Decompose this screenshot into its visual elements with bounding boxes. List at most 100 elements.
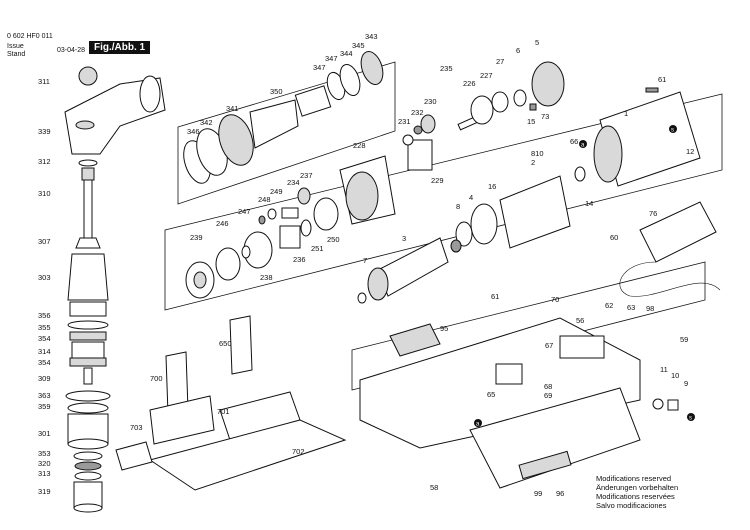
shaft-310 <box>83 179 93 239</box>
clamp-10 <box>667 399 679 411</box>
fan-guide-16 <box>470 203 498 245</box>
part-label-99: 99 <box>534 489 542 498</box>
part-label-650: 650 <box>219 339 232 348</box>
marker-a-2 <box>474 419 482 427</box>
ring-345 <box>339 64 361 96</box>
shaft-head-310 <box>81 167 95 181</box>
part-label-62: 62 <box>605 301 613 310</box>
bearing-239-bore <box>193 271 207 289</box>
knob-311 <box>78 66 98 86</box>
part-232 <box>413 125 423 135</box>
label-95 <box>389 323 441 357</box>
bore <box>75 120 95 130</box>
bearing-356 <box>69 301 107 317</box>
part-label-16: 16 <box>488 182 496 191</box>
part-label-810: 810 <box>531 149 544 158</box>
ring-4 <box>455 221 473 247</box>
part-label-27: 27 <box>496 57 504 66</box>
part-label-344: 344 <box>340 49 353 58</box>
gear-237 <box>297 187 311 205</box>
part-label-309: 309 <box>38 374 51 383</box>
part-label-248: 248 <box>258 195 271 204</box>
gear-229 <box>407 139 433 171</box>
disc-227 <box>470 95 494 125</box>
switch-65 <box>495 363 523 385</box>
doc-number: 0 602 HF0 011 <box>7 33 53 40</box>
part-label-347: 347 <box>313 63 326 72</box>
part-label-226: 226 <box>463 79 476 88</box>
part-label-249: 249 <box>270 187 283 196</box>
issue-date: 03-04-28 <box>57 47 86 54</box>
part-label-312: 312 <box>38 157 51 166</box>
stator-810 <box>499 175 571 249</box>
ring-313 <box>74 471 102 481</box>
screw-11 <box>652 398 664 410</box>
ring-251 <box>300 219 312 237</box>
part-label-15: 15 <box>527 117 535 126</box>
part-label-238: 238 <box>260 273 273 282</box>
part-label-58: 58 <box>430 483 438 492</box>
frame-housing <box>351 261 706 391</box>
part-label-65: 65 <box>487 390 495 399</box>
part-labels: 3113393123103073033563553543143543093633… <box>38 32 694 498</box>
part-label-301: 301 <box>38 429 51 438</box>
ring-353 <box>73 451 103 461</box>
part-label-12: 12 <box>686 147 694 156</box>
gear-assembly <box>185 61 565 299</box>
part-label-363: 363 <box>38 391 51 400</box>
part-label-232: 232 <box>411 108 424 117</box>
part-label-347: 347 <box>325 54 338 63</box>
marker-letter: s <box>689 416 692 422</box>
part-label-701: 701 <box>217 407 230 416</box>
gear-housing-228-bore <box>345 171 379 221</box>
figure-label: Fig./Abb. 1 <box>89 41 151 54</box>
issue-label: Issue <box>7 43 24 50</box>
part-label-303: 303 <box>38 273 51 282</box>
bevel-gear <box>139 75 161 113</box>
part-label-234: 234 <box>287 178 300 187</box>
cable-60 <box>619 261 721 297</box>
notes: Modifications reserved Änderungen vorbeh… <box>596 474 746 510</box>
fixture-701 <box>149 395 215 445</box>
ring-355 <box>67 320 109 330</box>
block-703 <box>115 441 153 471</box>
part-label-229: 229 <box>431 176 444 185</box>
ring-363 <box>65 390 111 402</box>
gear-236 <box>279 225 301 249</box>
part-label-68: 68 <box>544 382 552 391</box>
fan-armature <box>367 267 389 301</box>
part-label-353: 353 <box>38 449 51 458</box>
part-label-359: 359 <box>38 402 51 411</box>
part-label-56: 56 <box>576 316 584 325</box>
note-line: Änderungen vorbehalten <box>596 483 679 492</box>
marker-s-2 <box>687 413 695 421</box>
part-label-98: 98 <box>646 304 654 313</box>
note-line: Modifications reserved <box>596 474 672 483</box>
part-label-60: 60 <box>610 233 618 242</box>
motor-housing-1-bore <box>593 125 623 183</box>
part-label-246: 246 <box>216 219 229 228</box>
cable-strain-relief-76 <box>639 201 717 263</box>
motor-assembly <box>357 87 721 304</box>
part-label-250: 250 <box>327 235 340 244</box>
housing-301-bottom <box>67 438 109 450</box>
part-label-356: 356 <box>38 311 51 320</box>
part-label-70: 70 <box>551 295 559 304</box>
marker-letter: a <box>581 143 585 149</box>
gear-303 <box>67 253 109 301</box>
ring-6 <box>513 89 527 107</box>
part-label-66: 66 <box>570 137 578 146</box>
ring-27 <box>491 91 509 113</box>
housing-58 <box>469 387 641 489</box>
part-label-3: 3 <box>402 234 406 243</box>
part-label-96: 96 <box>556 489 564 498</box>
washer-312 <box>78 159 98 167</box>
bearing-354a <box>69 331 107 341</box>
part-label-67: 67 <box>545 341 553 350</box>
screw-61 <box>645 87 659 93</box>
nut-343 <box>360 51 384 85</box>
marker-a-1 <box>579 140 587 148</box>
sleeve-314 <box>71 341 105 359</box>
part-label-2: 2 <box>531 158 535 167</box>
collet-350 <box>249 99 299 149</box>
